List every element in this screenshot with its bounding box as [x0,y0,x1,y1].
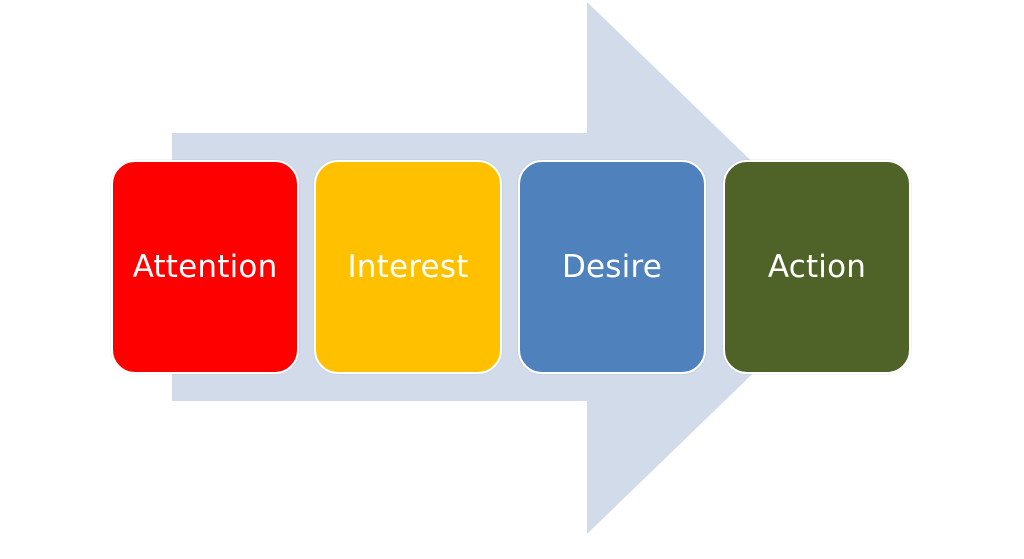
stage-box-interest: Interest [314,160,502,374]
stage-label-desire: Desire [561,249,663,285]
stage-box-action: Action [723,160,911,374]
stage-box-desire: Desire [518,160,706,374]
stage-label-attention: Attention [132,249,278,285]
stage-label-action: Action [767,249,867,285]
stage-label-interest: Interest [347,249,469,285]
arrow-shape [172,2,862,534]
stage-box-attention: Attention [111,160,299,374]
